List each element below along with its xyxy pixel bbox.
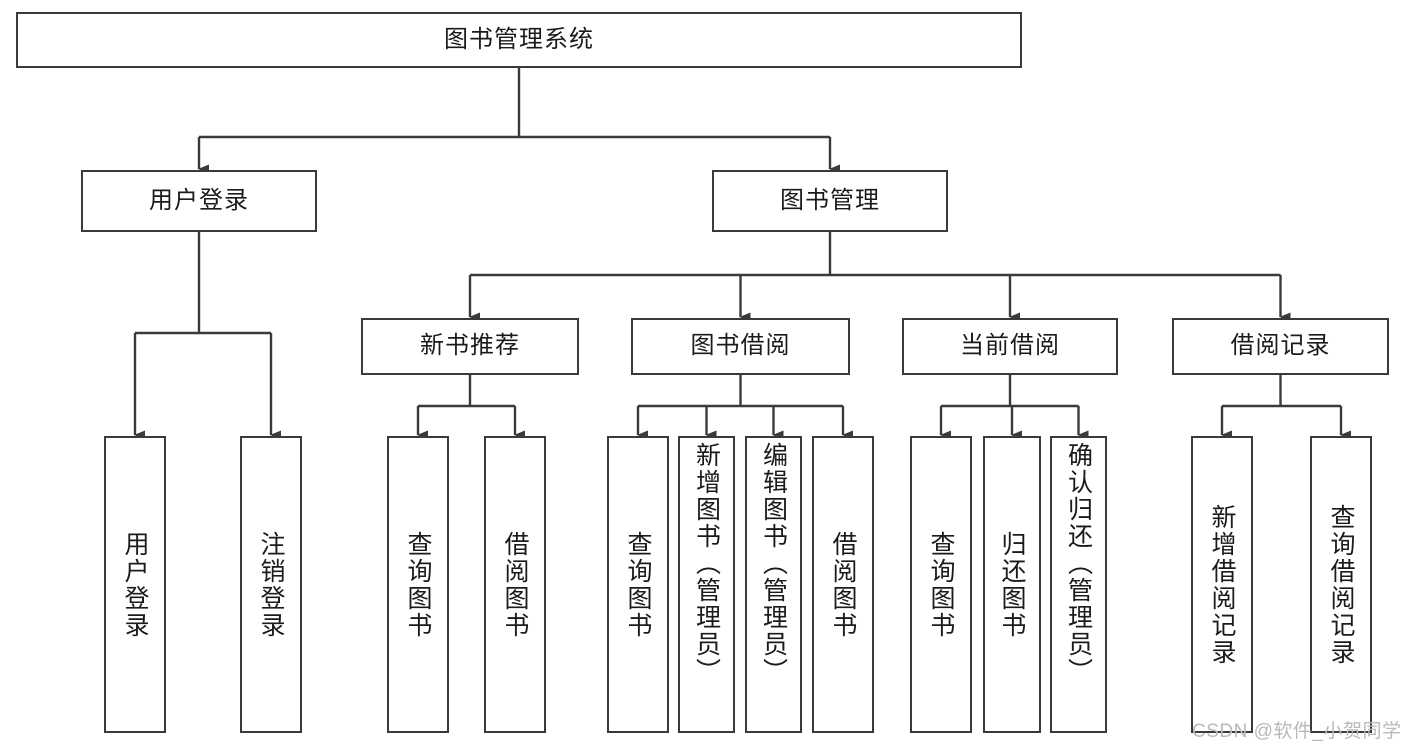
node-leaf-1: 用户登录 — [104, 436, 166, 733]
node-leaf-10: 归还图书 — [983, 436, 1041, 733]
node-new-rec: 新书推荐 — [361, 318, 579, 375]
node-label: 图书管理 — [780, 186, 880, 214]
node-label: 新书推荐 — [420, 332, 520, 360]
node-label: 注销登录 — [257, 530, 285, 639]
node-label: 查询图书 — [404, 530, 432, 639]
node-label: 新增图书（管理员） — [692, 442, 721, 685]
node-book-mgmt: 图书管理 — [712, 170, 948, 232]
edge-layer — [133, 68, 1351, 440]
node-label: 编辑图书（管理员） — [759, 442, 788, 685]
node-leaf-3: 查询图书 — [387, 436, 449, 733]
node-cur-borrow: 当前借阅 — [902, 318, 1118, 375]
node-leaf-6: 新增图书（管理员） — [678, 436, 735, 733]
node-label: 借阅图书 — [829, 530, 857, 639]
node-root: 图书管理系统 — [16, 12, 1022, 68]
node-borrow-log: 借阅记录 — [1172, 318, 1389, 375]
node-leaf-11: 确认归还（管理员） — [1050, 436, 1107, 733]
node-label: 借阅记录 — [1230, 332, 1331, 360]
node-leaf-8: 借阅图书 — [812, 436, 874, 733]
node-label: 图书管理系统 — [444, 25, 594, 53]
node-leaf-13: 查询借阅记录 — [1310, 436, 1372, 733]
node-leaf-12: 新增借阅记录 — [1191, 436, 1253, 733]
node-label: 新增借阅记录 — [1208, 503, 1236, 666]
node-label: 查询借阅记录 — [1327, 503, 1355, 666]
node-label: 用户登录 — [121, 530, 149, 639]
node-leaf-2: 注销登录 — [240, 436, 302, 733]
node-label: 归还图书 — [998, 530, 1026, 639]
node-leaf-9: 查询图书 — [910, 436, 972, 733]
node-label: 确认归还（管理员） — [1064, 442, 1093, 685]
node-label: 查询图书 — [927, 530, 955, 639]
node-leaf-4: 借阅图书 — [484, 436, 546, 733]
node-user-login: 用户登录 — [81, 170, 317, 232]
node-book-borrow: 图书借阅 — [631, 318, 850, 375]
node-leaf-5: 查询图书 — [607, 436, 669, 733]
node-leaf-7: 编辑图书（管理员） — [745, 436, 802, 733]
node-label: 当前借阅 — [960, 332, 1060, 360]
node-label: 查询图书 — [624, 530, 652, 639]
node-label: 借阅图书 — [501, 530, 529, 639]
node-label: 用户登录 — [149, 186, 249, 214]
node-label: 图书借阅 — [690, 332, 791, 360]
